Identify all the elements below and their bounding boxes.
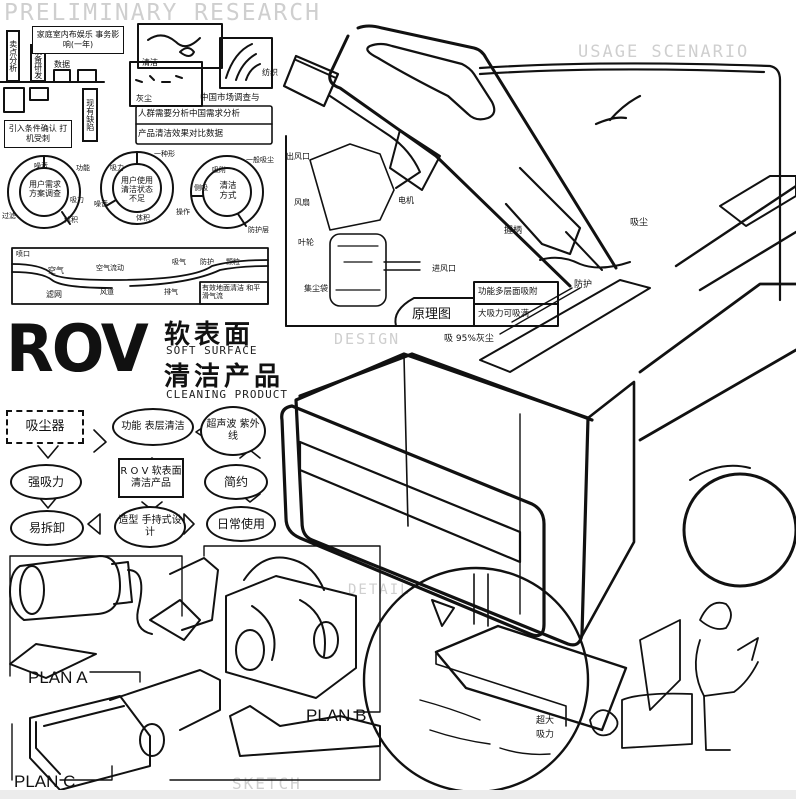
section-title-detail: DETAIL — [348, 582, 411, 598]
mindmap-node-daily: 日常使用 — [206, 506, 276, 542]
ring-label: 噪音 — [94, 200, 108, 208]
usage-label: 吸尘 — [630, 218, 649, 228]
airflow-label: 颗粒 — [226, 258, 240, 266]
principle-callout: 功能多层面吸附 — [478, 287, 538, 297]
principle-callout: 大吸力可吸满 — [478, 309, 530, 319]
mindmap-node-shape: 造型 手持式设计 — [114, 506, 186, 548]
ring-label: 过滤 — [2, 212, 16, 220]
airflow-label: 空气 — [48, 266, 64, 275]
research-label: 数据 — [54, 60, 70, 69]
principle-diagram — [285, 135, 559, 327]
section-title-research: PRELIMINARY RESEARCH — [4, 0, 321, 26]
brand-cn-line1: 软表面 — [164, 320, 255, 350]
principle-label: 进风口 — [432, 264, 456, 273]
plan-b-sketch — [203, 545, 381, 713]
section-title-sketch: SKETCH — [232, 774, 302, 793]
plan-c-label: PLAN C — [14, 772, 76, 791]
ring-label: 操作 — [176, 208, 190, 216]
airflow-label: 排气 — [164, 288, 178, 296]
airflow-label: 风道 — [100, 288, 114, 296]
detail-label: 超大 — [536, 716, 555, 726]
principle-label: 出风口 — [286, 152, 310, 161]
mindmap-node-vacuum: 吸尘器 — [6, 410, 84, 444]
research-airflow-diagram — [11, 247, 269, 305]
airflow-label: 滤网 — [46, 290, 62, 299]
airflow-note: 有效地面清洁 和平滑气流 — [202, 284, 261, 301]
research-box: 现有缺陷 — [82, 88, 98, 142]
plan-c-sketch — [11, 669, 381, 791]
principle-label: 叶轮 — [298, 238, 314, 247]
ring-label: 吸附 — [212, 166, 226, 174]
section-title-design: DESIGN — [334, 330, 401, 348]
ring-label: 侧吸 — [194, 184, 208, 192]
mindmap-node-suction: 强吸力 — [10, 464, 82, 500]
rov-main-product — [280, 175, 796, 647]
usage-sofa-outline — [478, 62, 782, 302]
research-box: 引入条件确认 打机受刺 — [4, 120, 72, 148]
principle-callout: 吸 95%灰尘 — [444, 334, 494, 344]
principle-label: 电机 — [398, 196, 414, 205]
scene-label: 清洁 — [142, 58, 158, 67]
principle-title: 原理图 — [412, 307, 452, 322]
ring-center-text: 用户需求 方案调查 — [29, 180, 61, 199]
research-rings — [7, 151, 264, 229]
mindmap-node-detach: 易拆卸 — [10, 510, 84, 546]
research-scene-frames — [129, 23, 273, 107]
research-note: 产品清洁效果对比数据 — [138, 129, 224, 139]
usage-label: 握柄 — [504, 226, 523, 236]
bottom-strip — [0, 790, 796, 799]
brand-en-line1: SOFT SURFACE — [166, 344, 258, 357]
mindmap-node-rov: R O V 软表面清洁产品 — [118, 458, 184, 498]
plan-b-label: PLAN B — [306, 706, 367, 725]
detail-label: 吸力 — [536, 730, 555, 740]
ring-label: 体积 — [64, 216, 78, 224]
usage-label: 防护 — [574, 280, 593, 290]
research-note: 人群需要分析中国需求分析 — [138, 109, 241, 119]
plan-a-label: PLAN A — [28, 668, 88, 687]
airflow-label: 喷口 — [16, 250, 30, 258]
detail-circle — [362, 566, 628, 794]
mindmap-node-ultrasonic: 超声波 紫外线 — [200, 406, 266, 456]
research-note: 中国市场调查与 — [200, 93, 260, 103]
brand-cn-line2: 清洁产品 — [164, 362, 285, 392]
ring-label: 一般吸尘 — [246, 156, 274, 164]
airflow-label: 空气流动 — [96, 264, 124, 272]
mindmap-node-function: 功能 表层清洁 — [112, 408, 194, 446]
airflow-label: 吸气 — [172, 258, 186, 266]
rov-logo: ROV — [6, 310, 149, 387]
research-box: 家庭室内布娱乐 事务影响(一年) — [32, 26, 124, 54]
ring-label: 噪音 — [34, 162, 48, 170]
vacuum-handle — [282, 24, 631, 288]
principle-label: 集尘袋 — [304, 284, 328, 293]
research-timeline — [0, 69, 105, 113]
research-box: 卖点分析 — [6, 30, 20, 82]
section-title-usage: USAGE SCENARIO — [578, 42, 750, 62]
principle-label: 风扇 — [294, 198, 310, 207]
research-note-frames — [135, 105, 273, 145]
ring-label: 吸力 — [110, 164, 124, 172]
airflow-label: 防护 — [200, 258, 214, 266]
usage-person-on-sofa — [589, 601, 759, 751]
ring-label: 一种形 — [154, 150, 175, 158]
scene-label: 灰尘 — [136, 94, 152, 103]
ring-label: 吸力 — [70, 196, 84, 204]
brand-en-line2: CLEANING PRODUCT — [166, 388, 288, 401]
mindmap-node-simple: 简约 — [204, 464, 268, 500]
ring-label: 防护层 — [248, 226, 269, 234]
scene-label: 纺织 — [262, 68, 278, 77]
plan-a-sketch — [9, 555, 219, 683]
ring-label: 功能 — [76, 164, 90, 172]
ring-label: 体积 — [136, 214, 150, 222]
ring-center-text: 清洁 方式 — [219, 181, 237, 201]
ring-center-text: 用户使用 清洁状态 不足 — [121, 176, 153, 204]
